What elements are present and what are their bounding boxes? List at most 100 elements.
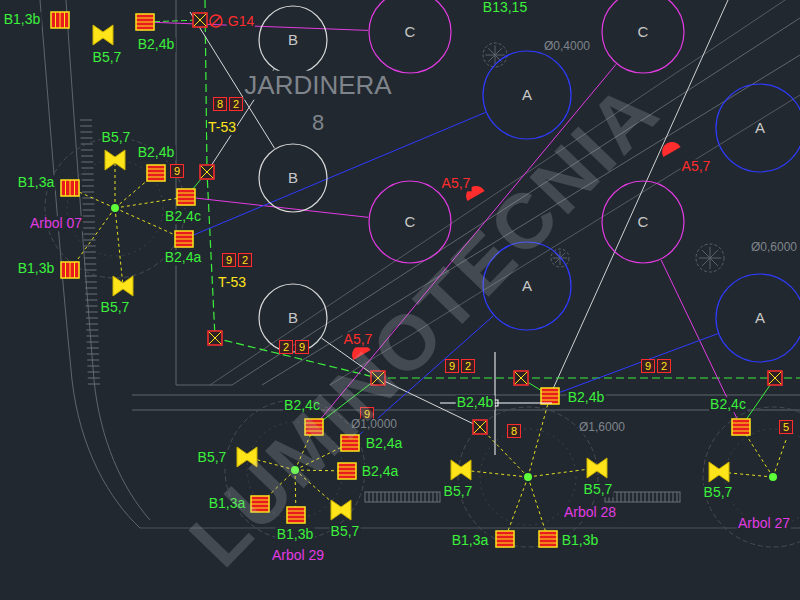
path-tread: [82, 180, 94, 181]
shrub-branch: [710, 258, 711, 269]
path-tread: [81, 168, 93, 169]
path-tread: [85, 276, 97, 277]
symbol-stripe: [177, 193, 195, 194]
symbol-stripe: [136, 26, 154, 27]
circuit-number-box: 5: [779, 420, 793, 434]
shrub-outline: [696, 244, 724, 272]
bench-slat: [645, 492, 646, 502]
path-tread: [81, 162, 93, 163]
luminaire-b-symbol: [496, 531, 514, 547]
zone-circle: A: [715, 83, 800, 173]
symbol-stripe: [65, 180, 66, 196]
symbol-stripe: [147, 173, 165, 174]
circuit-number-box: 9: [170, 164, 184, 178]
circuit-number: 5: [783, 421, 789, 433]
bench-slat: [381, 492, 382, 502]
path-tread: [85, 270, 97, 271]
box-frame: [208, 331, 222, 345]
symbol-stripe: [74, 262, 75, 278]
symbol-stripe: [175, 239, 193, 240]
zone-letter: C: [405, 214, 416, 231]
symbol-stripe: [177, 201, 195, 202]
bench-slat: [437, 492, 438, 502]
circuit-number: 2: [233, 98, 239, 110]
bench-slat: [633, 492, 634, 502]
shrub-symbol: [696, 244, 724, 272]
circuit-number: 2: [661, 360, 667, 372]
symbol-stripe: [496, 543, 514, 544]
zone-outline: [259, 144, 327, 212]
path-tread: [82, 192, 94, 193]
symbol-frame: [175, 231, 193, 247]
shrub-branch: [710, 258, 718, 266]
circuit-number: 2: [465, 360, 471, 372]
shrub-branch: [710, 258, 721, 259]
bench-slat: [377, 492, 378, 502]
path-tread: [83, 222, 95, 223]
valve-symbol: [210, 15, 222, 27]
luminaire-b5-symbol: [93, 25, 113, 45]
symbol-frame: [147, 165, 165, 181]
shrub-branch: [702, 250, 710, 258]
bench-slat: [393, 492, 394, 502]
luminaire-label: B2,4a: [164, 250, 203, 265]
luminaire-label: G14: [227, 14, 255, 29]
shrub-branch: [488, 55, 495, 62]
bench-slat: [653, 492, 654, 502]
bench-slat: [385, 492, 386, 502]
symbol-frame: [51, 12, 69, 28]
zone-letter: A: [755, 310, 765, 327]
box-cross: [474, 421, 486, 433]
symbol-stripe: [541, 392, 559, 393]
luminaire-b5-symbol: [587, 458, 607, 478]
circuit-number: 2: [242, 254, 248, 266]
path-tread: [85, 300, 97, 301]
symbol-stripe: [60, 12, 61, 28]
symbol-stripe: [539, 539, 557, 540]
path-tread: [84, 264, 96, 265]
path-tread: [88, 372, 100, 373]
tree-center: [769, 473, 777, 481]
zone-circle: B: [258, 5, 328, 75]
zone-circle: C: [368, 0, 452, 74]
symbol-stripe: [147, 177, 165, 178]
shrub-branch: [495, 55, 496, 65]
luminaire-b-symbol: [177, 189, 195, 205]
luminaire-label: B13,15: [482, 0, 528, 15]
bench-slat: [405, 492, 406, 502]
aiming-line: [115, 208, 123, 286]
zone-line: [559, 334, 717, 393]
circuit-number-box: 2: [657, 359, 671, 373]
luminaire-label: B1,3a: [17, 175, 56, 190]
tree-label: Arbol 29: [271, 548, 325, 563]
zone-letter: C: [638, 214, 649, 231]
luminaire-b-symbol: [51, 12, 69, 28]
path-tread: [87, 366, 99, 367]
shrub-symbol: [483, 43, 507, 67]
luminaire-b-symbol: [541, 388, 559, 404]
luminaire-label: A5,7: [441, 176, 472, 191]
luminaire-label: B2,4b: [137, 145, 176, 160]
shrub-branch: [495, 55, 502, 62]
path-tread: [86, 330, 98, 331]
circuit-number: 8: [511, 425, 517, 437]
circuit-number: 9: [449, 360, 455, 372]
path-tread: [84, 258, 96, 259]
bench-slat: [637, 492, 638, 502]
circuit-number: 9: [645, 360, 651, 372]
aiming-line: [528, 396, 550, 477]
symbol-stripe: [177, 197, 195, 198]
zone-line: [193, 112, 485, 235]
bench-slat: [425, 492, 426, 502]
zone-outline: [259, 6, 327, 74]
valve-symbol: [211, 16, 221, 26]
luminaire-b5-symbol: [113, 276, 133, 296]
circuit-number-box: 9: [641, 359, 655, 373]
tree-center: [524, 473, 532, 481]
path-tread: [86, 318, 98, 319]
zone-line: [661, 260, 737, 418]
shrub-branch: [555, 258, 560, 263]
symbol-stripe: [496, 535, 514, 536]
box-cross: [515, 372, 527, 384]
path-tread: [85, 282, 97, 283]
